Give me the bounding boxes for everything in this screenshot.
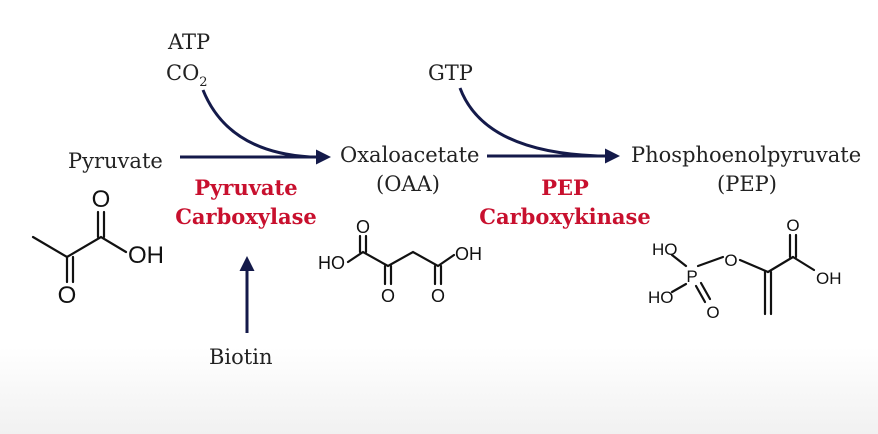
pep-phosphate-hydroxyl-2: HO: [648, 288, 674, 307]
co2-subscript: 2: [199, 75, 207, 90]
pyruvate-hydroxyl: OH: [128, 242, 164, 269]
pyruvate-structure: O O OH: [31, 186, 164, 309]
co2-label: CO2: [166, 61, 208, 90]
co2-base: CO: [166, 61, 199, 85]
pyruvate-carboxylase-line1: Pyruvate: [194, 175, 297, 200]
oaa-hydroxyl-right: OH: [455, 244, 482, 264]
pyruvate-label: Pyruvate: [68, 149, 163, 173]
oaa-oxygen-1: O: [356, 217, 370, 237]
atp-co2-input-arrow: [201, 89, 311, 159]
oaa-hydroxyl-left: HO: [318, 253, 345, 273]
pepck-line1: PEP: [541, 175, 589, 200]
pep-name-label: Phosphoenolpyruvate: [631, 143, 861, 167]
pep-structure: HO HO P O O O OH: [648, 216, 842, 322]
oxaloacetate-label: Oxaloacetate: [340, 143, 479, 167]
pyruvate-carboxylase-line2: Carboxylase: [175, 204, 317, 229]
gtp-label: GTP: [428, 61, 473, 85]
pepck-line2: Carboxykinase: [479, 204, 650, 229]
pep-carbonyl-oxygen: O: [786, 216, 799, 235]
gtp-input-arrow: [458, 87, 599, 158]
pep-carboxyl-hydroxyl: OH: [816, 269, 842, 288]
oaa-abbrev-label: (OAA): [376, 172, 440, 196]
pyruvate-keto-oxygen: O: [92, 186, 111, 213]
pep-bridging-oxygen: O: [724, 251, 737, 270]
oaa-oxygen-2: O: [381, 286, 395, 306]
oxaloacetate-structure: O O O HO OH: [318, 217, 482, 306]
pyruvate-acid-oxygen: O: [58, 282, 77, 309]
pep-phosphoryl-oxygen: O: [706, 303, 719, 322]
atp-label: ATP: [167, 30, 210, 54]
oaa-oxygen-3: O: [431, 286, 445, 306]
pep-phosphorus: P: [686, 267, 697, 286]
biotin-label: Biotin: [209, 345, 272, 369]
pep-abbrev-label: (PEP): [717, 172, 777, 196]
pep-phosphate-hydroxyl-1: HO: [652, 240, 678, 259]
